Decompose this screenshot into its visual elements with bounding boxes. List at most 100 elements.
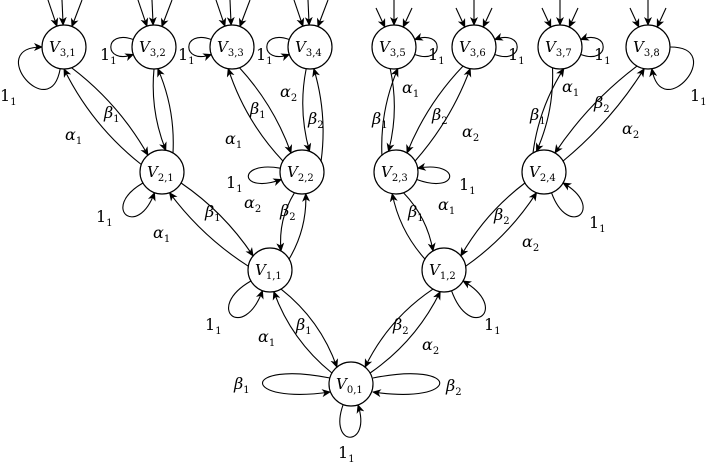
- loop-v37: [579, 32, 604, 57]
- edge-v24-v12: [460, 182, 526, 257]
- stub-v34-2: [304, 0, 313, 26]
- edge-label-l11a: α1: [258, 327, 275, 349]
- edge-label-l35: 11: [428, 45, 445, 67]
- stub-v33-1: [215, 0, 227, 28]
- node-v22-label: V2,2: [287, 163, 314, 184]
- stub-v34-3: [317, 0, 329, 28]
- node-v35: V3,5: [371, 24, 417, 70]
- edge-v24-v38: [562, 67, 645, 162]
- edge-label-l24a: β2: [493, 205, 510, 227]
- edge-v24-v37: [532, 67, 565, 153]
- edge-v32-v21: [152, 68, 167, 152]
- node-v24: V2,4: [521, 149, 567, 195]
- node-v32-label: V3,2: [139, 38, 166, 59]
- edge-v12-v01: [364, 288, 434, 368]
- node-v35-circle: [371, 24, 417, 70]
- edge-v01-v12: [369, 290, 441, 374]
- edge-label-l31: 11: [0, 86, 17, 108]
- node-v34: V3,4: [287, 24, 333, 70]
- edge-v21-v11: [180, 182, 254, 257]
- node-v37-circle: [537, 24, 583, 70]
- stub-v31-1: [47, 0, 59, 28]
- stub-v38-1: [629, 7, 640, 28]
- edge-label-l23g: α2: [462, 122, 479, 144]
- edge-v01-v11: [272, 290, 333, 374]
- edge-label-l24c: 11: [589, 213, 606, 235]
- stub-v31-3: [71, 0, 83, 28]
- edge-label-l21b: β1: [204, 202, 221, 224]
- edge-label-l12c: 11: [484, 315, 501, 337]
- stub-v37-1: [541, 7, 552, 28]
- edge-label-l23f: β2: [431, 105, 448, 127]
- edge-label-l24g: α2: [622, 119, 639, 141]
- node-v34-label: V3,4: [295, 38, 322, 59]
- edge-label-l33: 11: [178, 45, 195, 67]
- edge-label-l21e: β1: [103, 103, 120, 125]
- stub-v32-1: [137, 0, 149, 28]
- edge-label-l22e: β1: [249, 99, 266, 121]
- node-v33-label: V3,3: [217, 38, 244, 59]
- stub-v31-2: [58, 0, 67, 26]
- loop-v11: [228, 280, 264, 319]
- edge-v11-v01: [280, 288, 339, 369]
- node-v31-label: V3,1: [49, 38, 76, 59]
- node-v22-circle: [279, 149, 325, 195]
- node-v11: V1,1: [247, 247, 293, 293]
- edge-label-l22d: α1: [225, 129, 242, 151]
- node-v34-circle: [287, 24, 333, 70]
- node-v32: V3,2: [131, 24, 177, 70]
- loop-v35: [413, 32, 438, 57]
- edge-v36-v23: [406, 65, 464, 154]
- loop-v12: [450, 280, 486, 319]
- edge-label-l23e: β1: [371, 109, 388, 131]
- node-v24-circle: [521, 149, 567, 195]
- stub-v38-3: [656, 7, 667, 28]
- loop-v23: [416, 162, 451, 185]
- edge-label-l12b: α2: [422, 335, 439, 357]
- edge-label-l24b: α2: [522, 232, 539, 254]
- node-v38-circle: [625, 24, 671, 70]
- edge-v23-v35: [381, 67, 399, 156]
- node-v38-label: V3,8: [633, 38, 660, 59]
- node-v22: V2,2: [279, 149, 325, 195]
- stub-v33-2: [226, 0, 235, 26]
- stub-v36-3: [482, 7, 493, 28]
- node-v37: V3,7: [537, 24, 583, 70]
- edge-label-l23a: β1: [407, 202, 424, 224]
- edge-label-l12a: β2: [392, 315, 409, 337]
- loop-v32: [110, 37, 135, 62]
- node-v33-circle: [209, 24, 255, 70]
- node-v31-circle: [41, 24, 87, 70]
- edge-v37-v24: [535, 67, 554, 153]
- edge-label-l22g: β2: [307, 109, 324, 131]
- node-v37-label: V3,7: [545, 38, 572, 59]
- loop-v21: [122, 182, 156, 218]
- edge-v23-v36: [414, 67, 472, 162]
- node-v23-label: V2,3: [381, 163, 408, 184]
- stub-v32-2: [148, 0, 157, 26]
- edge-v21-v32: [157, 67, 174, 153]
- node-v24-label: V2,4: [529, 163, 556, 184]
- edge-v22-v34: [312, 67, 324, 162]
- edge-v12-v23: [389, 192, 426, 260]
- node-v21-label: V2,1: [147, 163, 174, 184]
- edge-label-l38: 11: [690, 86, 707, 108]
- edge-v31-v21: [71, 67, 149, 156]
- loop-v33: [188, 37, 213, 62]
- edge-label-l24d: α1: [562, 77, 579, 99]
- edge-v11-v21: [168, 191, 249, 267]
- loop-v01-bottom: [339, 404, 365, 438]
- edge-label-l23d: α1: [402, 78, 419, 100]
- edge-label-l01b: β2: [445, 376, 462, 398]
- edge-v22-v33: [226, 67, 284, 162]
- edge-label-l37: 11: [594, 45, 611, 67]
- node-v23: V2,3: [373, 149, 419, 195]
- stub-v35-1: [375, 7, 386, 28]
- node-v01-label: V0,1: [336, 375, 363, 396]
- node-v38: V3,8: [625, 24, 671, 70]
- loop-v22: [247, 166, 283, 186]
- node-v11-circle: [247, 247, 293, 293]
- edge-label-l22b: β2: [279, 201, 296, 223]
